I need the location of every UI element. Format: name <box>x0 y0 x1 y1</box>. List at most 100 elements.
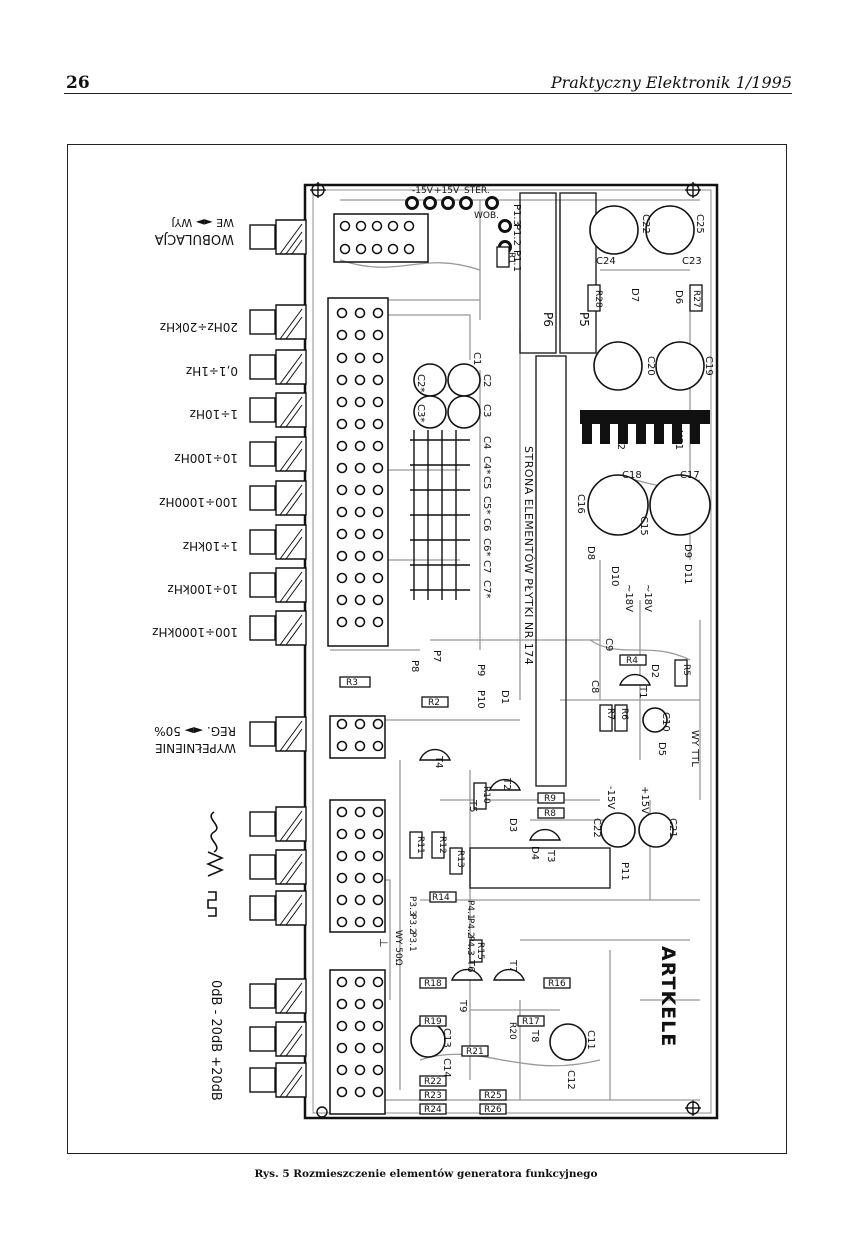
label-p4-1: P4.1 <box>465 900 475 920</box>
page-number: 26 <box>66 73 90 93</box>
label-ster: STER. <box>464 186 490 196</box>
label-c24: C24 <box>596 256 616 267</box>
board-outline <box>303 183 719 1120</box>
sine-icon <box>210 811 218 853</box>
label-t7: T7 <box>507 959 518 972</box>
label-p3-3: P3.3 <box>407 896 417 916</box>
label-p3-2: P3.2 <box>407 914 417 934</box>
label-c23: C23 <box>682 256 702 267</box>
label-r10: R10 <box>481 786 491 804</box>
label-r12: R12 <box>437 836 447 854</box>
label-t3: T3 <box>545 849 556 862</box>
label-t1: T1 <box>637 685 648 698</box>
label-c25: C25 <box>694 214 705 234</box>
label-c15: C15 <box>638 516 649 536</box>
board-inner-edge <box>312 189 712 1114</box>
label-minus15v-mid: -15V <box>605 786 616 809</box>
label-r6: R6 <box>619 708 629 720</box>
label-p11: P11 <box>619 862 630 881</box>
label-range-6: 100÷1000kHz <box>152 625 238 639</box>
label-wypelnienie: WYPEŁNIENIE <box>155 741 236 755</box>
label-p8: P8 <box>409 660 420 672</box>
label-t8: T8 <box>529 1029 540 1042</box>
label-r11: R11 <box>415 836 425 854</box>
label-r2: R2 <box>428 698 440 708</box>
label-r18: R18 <box>424 979 442 989</box>
resistors <box>339 246 703 1115</box>
label-p10: P10 <box>475 690 486 709</box>
label-r27: R27 <box>691 290 701 308</box>
label-r1: R1 <box>506 252 516 264</box>
label-d9: D9 <box>682 544 693 558</box>
connector-hatching <box>279 223 303 1098</box>
label-t2: T2 <box>501 777 512 790</box>
label-c19: C19 <box>703 356 714 376</box>
label-r3: R3 <box>346 678 358 688</box>
label-r15: R15 <box>475 942 485 960</box>
label-p1-1: P1.1 <box>511 250 522 272</box>
label-c10: C10 <box>660 712 671 732</box>
transistors <box>418 673 652 981</box>
mounting-holes <box>310 182 701 1118</box>
label-r28: R28 <box>593 290 603 308</box>
label-d5: D5 <box>656 742 667 756</box>
label-range-5: 10÷100kHz <box>168 582 239 596</box>
bnc-connectors <box>249 219 307 1098</box>
label-c1: C1 <box>471 352 482 365</box>
label-plus15v-mid: +15V <box>639 786 650 814</box>
label-c3: C3 <box>481 404 492 417</box>
label-us1: US1 <box>673 430 684 450</box>
label-c22-top: C22 <box>640 214 651 234</box>
label-c6-star: C6* <box>481 538 492 556</box>
label-range-2: 10÷100Hz <box>174 451 238 465</box>
label-c16: C16 <box>575 494 586 514</box>
label-t5: T5 <box>467 799 478 812</box>
label-r7: R7 <box>605 708 615 720</box>
label-r4: R4 <box>626 656 638 666</box>
vertical-strips <box>469 192 611 889</box>
label-r25: R25 <box>484 1091 502 1101</box>
label-we-wyj: WE ◄► WYJ <box>171 216 234 229</box>
label-d1: D1 <box>499 690 510 704</box>
label-d4: D4 <box>529 846 540 860</box>
label-r26: R26 <box>484 1105 502 1115</box>
label-c4-star: C4* <box>481 456 492 474</box>
label-db-levels: 0dB - 20dB +20dB <box>208 980 223 1101</box>
label-20hz-20khz: 20Hz÷20kHz <box>160 320 238 334</box>
label-c7-star: C7* <box>481 580 492 598</box>
label-r9: R9 <box>544 794 556 804</box>
label-c18: C18 <box>622 470 642 481</box>
label-plus15v-top: +15V <box>434 186 460 196</box>
label-c5-star: C5* <box>481 496 492 514</box>
label-us2: US2 <box>615 430 626 450</box>
label-r19: R19 <box>424 1017 442 1027</box>
label-c21: C21 <box>667 818 678 838</box>
header-rule <box>64 93 792 94</box>
label-c5: C5 <box>481 476 492 489</box>
label-r8: R8 <box>544 809 556 819</box>
label-t9: T9 <box>457 999 468 1012</box>
label-p3-1: P3.1 <box>407 932 417 952</box>
label-d3: D3 <box>507 818 518 832</box>
label-r22: R22 <box>424 1077 442 1087</box>
label-p4-3: P4.3 <box>465 936 475 956</box>
range-capacitors <box>410 430 470 600</box>
journal-title: Praktyczny Elektronik 1/1995 <box>550 73 792 92</box>
heatsink <box>580 410 710 444</box>
label-p1-2: P1.2 <box>511 224 522 246</box>
power-pads <box>405 196 512 254</box>
label-p6: P6 <box>541 312 555 327</box>
label-18v-a: ~18V <box>623 584 634 612</box>
label-r14: R14 <box>432 893 450 903</box>
label-t4: T4 <box>433 755 444 768</box>
label-ground: ⊥ <box>377 938 390 948</box>
label-reg-50: REG. ◄► 50% <box>154 724 236 738</box>
left-labels: WOBULACJA WE ◄► WYJ 20Hz÷20kHz 0,1÷1Hz 1… <box>152 216 238 1101</box>
label-c12: C12 <box>565 1070 576 1090</box>
label-d11: D11 <box>682 564 693 584</box>
label-p4-2: P4.2 <box>465 918 475 938</box>
label-c7: C7 <box>481 560 492 573</box>
label-r17: R17 <box>522 1017 540 1027</box>
label-wy-ttl: WY TTL <box>689 730 700 767</box>
